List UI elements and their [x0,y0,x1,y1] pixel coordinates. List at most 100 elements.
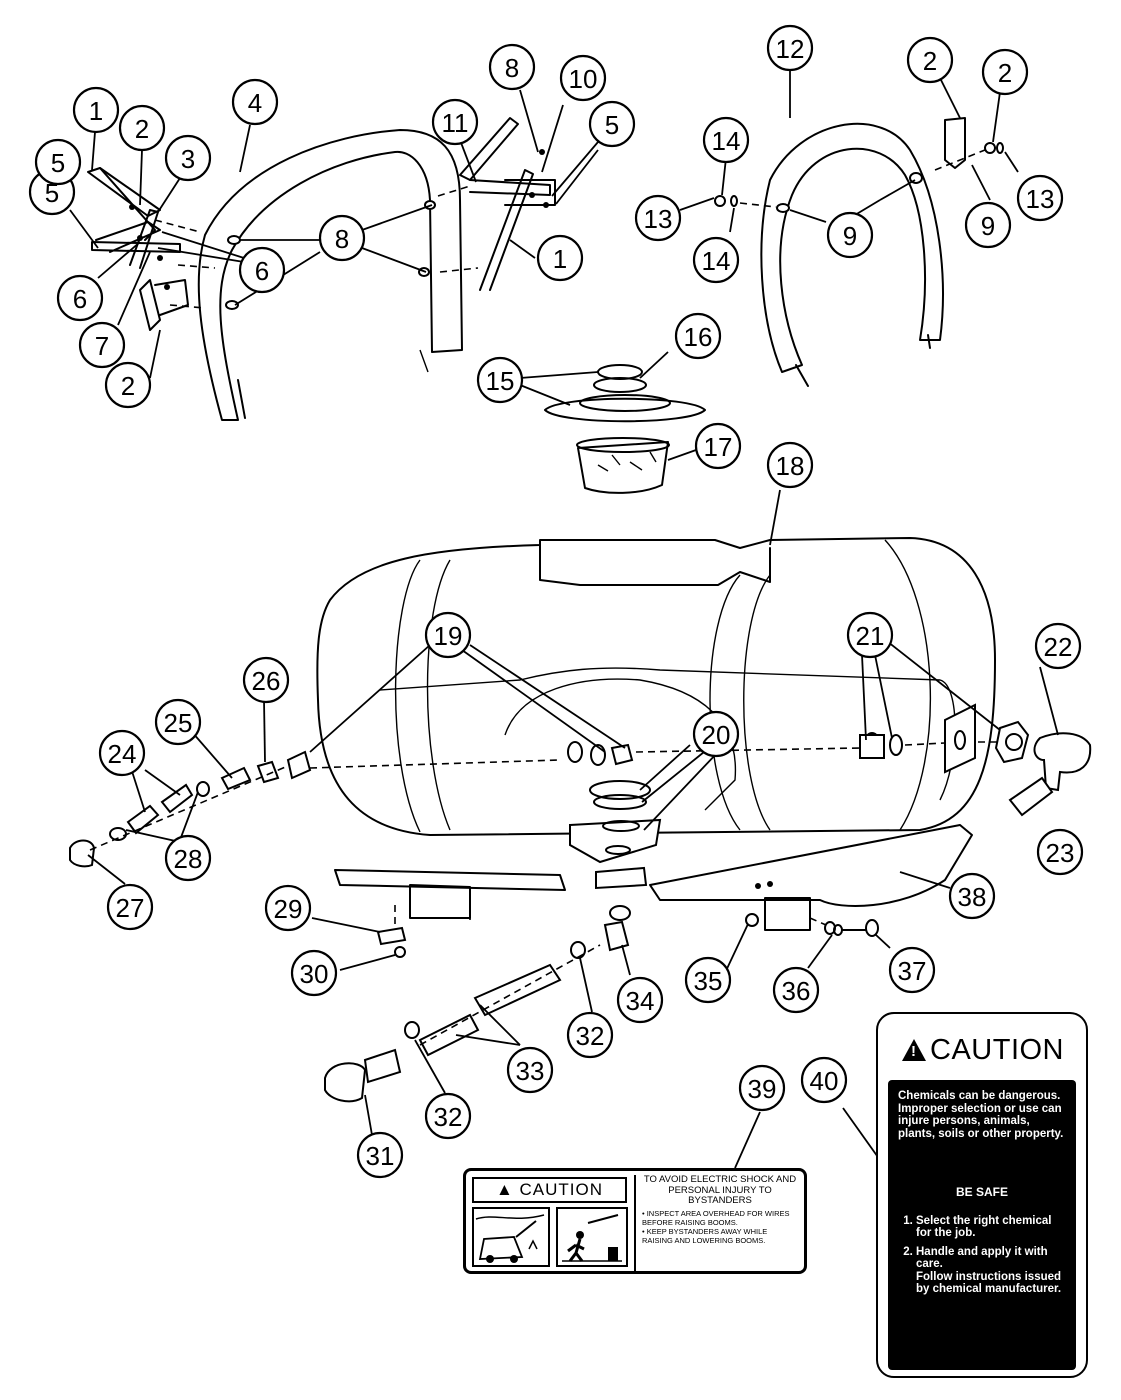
callout-number: 20 [702,720,731,750]
callout-circle [488,43,536,91]
callout-2: 2 [906,36,954,84]
callout-circle [766,441,814,489]
callout-31: 31 [356,1131,404,1179]
callout-circle [981,48,1029,96]
callout-circle [506,1046,554,1094]
callout-number: 28 [174,844,203,874]
callout-38: 38 [948,872,996,920]
callout-circle [888,946,936,994]
callout-number: 1 [553,244,567,274]
callout-circle [356,1131,404,1179]
decal-40-body: Chemicals can be dangerous. Improper sel… [888,1080,1076,1370]
callout-34: 34 [616,976,664,1024]
callout-22: 22 [1034,622,1082,670]
callout-circle [692,710,740,758]
callout-circle [264,884,312,932]
callout-9: 9 [964,201,1012,249]
callout-number: 19 [434,621,463,651]
strap-hardware-right [714,117,1004,213]
callout-circle [164,834,212,882]
callout-number: 10 [569,64,598,94]
callout-number: 3 [181,144,195,174]
callout-circle [684,956,732,1004]
callout-number: 13 [644,204,673,234]
callout-5: 5 [34,138,82,186]
decal-39-text: TO AVOID ELECTRIC SHOCK AND PERSONAL INJ… [634,1174,800,1271]
callout-number: 27 [116,893,145,923]
callout-number: 2 [121,371,135,401]
callout-number: 21 [856,621,885,651]
callout-33: 33 [506,1046,554,1094]
callout-circle [692,236,740,284]
callout-circle [674,312,722,360]
callout-circle [318,214,366,262]
callout-number: 40 [810,1066,839,1096]
callout-number: 11 [442,108,469,138]
callout-13: 13 [1016,174,1064,222]
callout-number: 5 [51,148,65,178]
callout-number: 22 [1044,632,1073,662]
leader-lines [69,68,1059,1169]
callout-number: 26 [252,666,281,696]
decal-40-title: CAUTION [888,1030,1078,1070]
callout-circle [694,422,742,470]
mount-hardware [376,905,879,958]
callout-37: 37 [888,946,936,994]
callout-circle [766,24,814,72]
callout-28: 28 [164,834,212,882]
callout-number: 31 [366,1141,395,1171]
callout-number: 6 [73,284,87,314]
callout-number: 8 [335,224,349,254]
electric-shock-caution-decal: ▲ CAUTION TO AVOID ELECTRIC SHOCK AND PE… [463,1168,807,1274]
decal-39-lead: TO AVOID ELECTRIC SHOCK AND PERSONAL INJ… [643,1174,797,1206]
callout-circle [424,1092,472,1140]
callout-26: 26 [242,656,290,704]
callout-8: 8 [318,214,366,262]
callout-39: 39 [738,1064,786,1112]
callout-number: 25 [164,708,193,738]
callout-number: 4 [248,88,262,118]
callout-circle [964,201,1012,249]
callout-5: 5 [588,100,636,148]
callout-circle [1036,828,1084,876]
callout-19: 19 [424,611,472,659]
callout-number: 9 [843,221,857,251]
callout-circle [634,194,682,242]
power-line-pictogram-icon [472,1207,550,1267]
callout-number: 38 [958,882,987,912]
callout-6: 6 [56,274,104,322]
callout-number: 14 [712,126,741,156]
callout-1: 1 [536,234,584,282]
callout-circle [238,246,286,294]
callout-5: 5 [28,168,76,216]
callout-2: 2 [104,361,152,409]
warning-triangle-icon [902,1039,926,1061]
callout-21: 21 [846,611,894,659]
callout-40: 40 [800,1056,848,1104]
decal-39-bullet-2: • KEEP BYSTANDERS AWAY WHILE RAISING AND… [642,1226,768,1245]
callout-number: 30 [300,959,329,989]
callout-number: 2 [998,58,1012,88]
callout-circle [231,78,279,126]
callout-16: 16 [674,312,722,360]
callout-20: 20 [692,710,740,758]
decal-39-bullet-1: • INSPECT AREA OVERHEAD FOR WIRES BEFORE… [642,1208,790,1227]
callout-number: 13 [1026,184,1055,214]
callout-circle [56,274,104,322]
callout-number: 6 [255,256,269,286]
tank-strap-left [197,129,463,421]
callout-circle [78,321,126,369]
callout-number: 17 [704,432,733,462]
callout-12: 12 [766,24,814,72]
decal-40-title-text: CAUTION [930,1034,1064,1066]
callout-number: 1 [89,96,103,126]
callout-27: 27 [106,883,154,931]
callout-1: 1 [72,86,120,134]
callout-circle [290,949,338,997]
bracket-assembly-right-of-strap [418,117,556,291]
callout-circle [800,1056,848,1104]
callout-circle [588,100,636,148]
callout-11: 11 [431,98,479,146]
